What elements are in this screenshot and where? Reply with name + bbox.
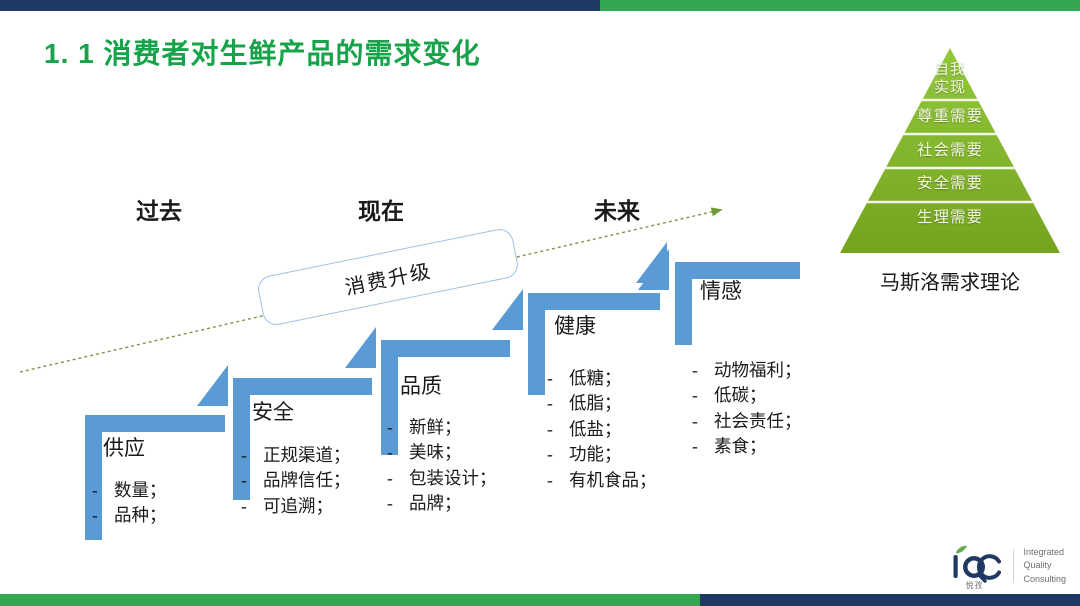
- bullet-dash: -: [387, 442, 393, 463]
- step-arrow-4: [636, 242, 667, 283]
- step-title-3: 品质: [400, 374, 442, 398]
- bullet-dash: -: [692, 385, 698, 406]
- bullet-dash: -: [241, 495, 247, 516]
- bullet-dash: -: [92, 480, 98, 500]
- bullet-dash: -: [387, 467, 393, 488]
- bullet-text: 品种；: [114, 505, 167, 526]
- pyramid-shape: [840, 48, 1060, 253]
- step-bullets-4: -低糖； -低脂； -低盐； -功能； -有机食品；: [547, 366, 657, 493]
- brand-logo: 悦孜 Integrated Quality Consulting: [944, 544, 1066, 590]
- pyramid-caption: 马斯洛需求理论: [880, 272, 1020, 294]
- top-bar-navy: [0, 0, 600, 11]
- logo-chinese-name: 悦孜: [965, 581, 984, 590]
- bullet-text: 品牌信任；: [263, 470, 351, 491]
- bullet-dash: -: [547, 444, 553, 465]
- bullet-text: 数量；: [114, 480, 167, 500]
- logo-tagline-line2: Quality: [1023, 560, 1052, 571]
- bullet-dash: -: [92, 505, 98, 526]
- bullet-dash: -: [692, 410, 698, 431]
- bullet-text: 低糖；: [569, 368, 622, 388]
- era-label-past: 过去: [136, 199, 182, 224]
- bullet-dash: -: [692, 436, 698, 457]
- bullet-dash: -: [547, 393, 553, 414]
- maslow-pyramid: 自我 实现 尊重需要 社会需要 安全需要 生理需要: [840, 48, 1060, 253]
- logo-tagline: Integrated Quality Consulting: [1023, 546, 1066, 585]
- step-bullets-2: -正规渠道； -品牌信任； -可追溯；: [241, 443, 351, 519]
- bullet-text: 低盐；: [569, 418, 622, 439]
- step-bullets-3: -新鲜； -美味； -包装设计； -品牌；: [387, 415, 497, 517]
- logo-mark: 悦孜: [944, 544, 1004, 590]
- step-title-1: 供应: [103, 436, 145, 460]
- bullet-dash: -: [387, 417, 393, 437]
- consumption-upgrade-label: 消费升级: [343, 259, 434, 300]
- bullet-dash: -: [241, 470, 247, 491]
- step-bullets-5: -动物福利； -低碳； -社会责任； -素食；: [692, 358, 802, 460]
- bullet-text: 社会责任；: [714, 410, 802, 431]
- bullet-dash: -: [547, 368, 553, 388]
- bullet-dash: -: [692, 360, 698, 380]
- era-label-future: 未来: [594, 199, 640, 224]
- step-title-5: 情感: [700, 279, 742, 303]
- bullet-dash: -: [387, 493, 393, 514]
- bullet-text: 品牌；: [409, 493, 462, 514]
- bullet-text: 正规渠道；: [263, 445, 351, 465]
- bullet-text: 动物福利；: [714, 360, 802, 380]
- step-bullets-1: -数量； -品种；: [92, 478, 167, 529]
- bullet-text: 低碳；: [714, 385, 767, 406]
- era-label-present: 现在: [358, 199, 404, 224]
- bullet-text: 包装设计；: [409, 467, 497, 488]
- logo-tagline-line3: Consulting: [1023, 573, 1066, 584]
- consumption-upgrade-banner: 消费升级: [255, 226, 521, 328]
- bullet-text: 素食；: [714, 436, 767, 457]
- page-title: 1. 1 消费者对生鲜产品的需求变化: [44, 38, 481, 69]
- logo-tagline-line1: Integrated: [1023, 547, 1064, 558]
- bullet-text: 功能；: [569, 444, 622, 465]
- bullet-text: 有机食品；: [569, 469, 657, 490]
- bottom-bar-green: [0, 594, 700, 606]
- step-arrow-5: [638, 249, 669, 290]
- step-arrow-2: [345, 327, 376, 368]
- bullet-text: 美味；: [409, 442, 462, 463]
- bullet-dash: -: [547, 418, 553, 439]
- step-title-2: 安全: [252, 400, 294, 424]
- bullet-dash: -: [547, 469, 553, 490]
- step-arrow-1: [197, 365, 228, 406]
- bottom-bar-navy: [700, 594, 1080, 606]
- bullet-text: 低脂；: [569, 393, 622, 414]
- iqc-logo-icon: [953, 545, 1002, 583]
- top-bar-green: [600, 0, 1080, 11]
- bullet-dash: -: [241, 445, 247, 465]
- bullet-text: 新鲜；: [409, 417, 462, 437]
- step-title-4: 健康: [554, 314, 596, 338]
- step-arrow-3: [492, 289, 523, 330]
- logo-divider: [1013, 549, 1015, 583]
- bullet-text: 可追溯；: [263, 495, 333, 516]
